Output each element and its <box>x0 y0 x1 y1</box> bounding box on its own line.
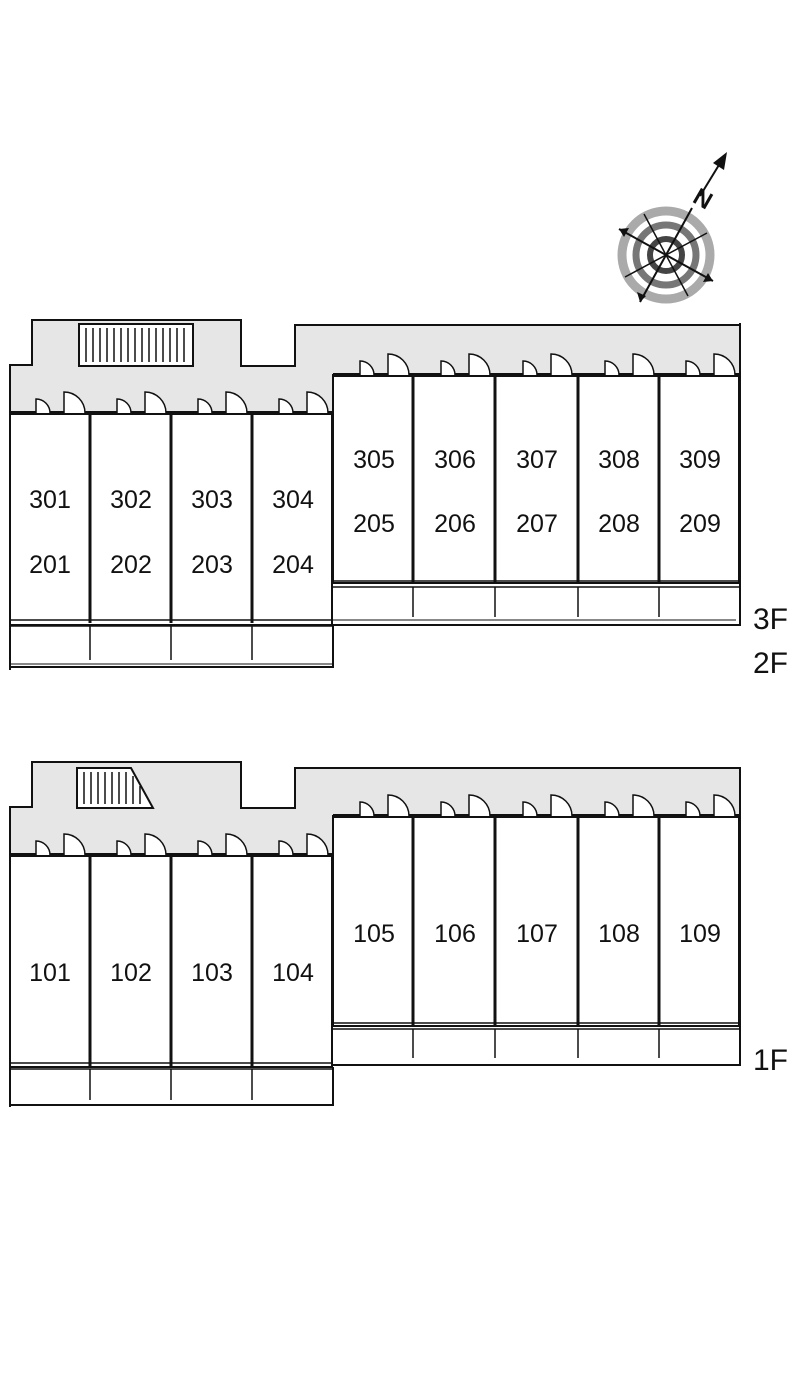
unit-label: 204 <box>272 551 314 579</box>
unit-label: 101 <box>29 959 71 987</box>
unit-label: 209 <box>679 510 721 538</box>
unit-label: 306 <box>434 446 476 474</box>
unit-label: 309 <box>679 446 721 474</box>
door-icons-lower-a <box>35 833 329 856</box>
unit-label: 304 <box>272 486 314 514</box>
stairs-icon <box>78 323 194 367</box>
unit-label: 103 <box>191 959 233 987</box>
compass-north-icon: N <box>617 152 727 304</box>
unit-label: 208 <box>598 510 640 538</box>
floor-label-2f: 2F <box>753 647 788 680</box>
door-icons-lower-b <box>359 794 736 817</box>
compass-north-letter: N <box>688 183 717 215</box>
unit-label: 205 <box>353 510 395 538</box>
unit-label: 108 <box>598 920 640 948</box>
unit-label: 202 <box>110 551 152 579</box>
unit-label: 305 <box>353 446 395 474</box>
upper-floor-block: 301 201 302 202 303 203 304 204 305 205 … <box>9 319 788 680</box>
unit-label: 206 <box>434 510 476 538</box>
first-floor-block: 101 102 103 104 105 106 107 108 109 1F <box>9 761 788 1107</box>
unit-label: 105 <box>353 920 395 948</box>
unit-label: 307 <box>516 446 558 474</box>
unit-label: 301 <box>29 486 71 514</box>
unit-label: 104 <box>272 959 314 987</box>
floor-label-1f: 1F <box>753 1044 788 1077</box>
floor-label-3f: 3F <box>753 603 788 636</box>
door-icons-upper-a <box>35 391 329 414</box>
unit-label: 308 <box>598 446 640 474</box>
unit-label: 302 <box>110 486 152 514</box>
unit-label: 102 <box>110 959 152 987</box>
unit-label: 201 <box>29 551 71 579</box>
door-icons-upper-b <box>359 353 736 376</box>
unit-label: 109 <box>679 920 721 948</box>
unit-label: 207 <box>516 510 558 538</box>
unit-label: 107 <box>516 920 558 948</box>
unit-label: 203 <box>191 551 233 579</box>
unit-label: 303 <box>191 486 233 514</box>
stairs-icon <box>76 767 155 809</box>
unit-label: 106 <box>434 920 476 948</box>
